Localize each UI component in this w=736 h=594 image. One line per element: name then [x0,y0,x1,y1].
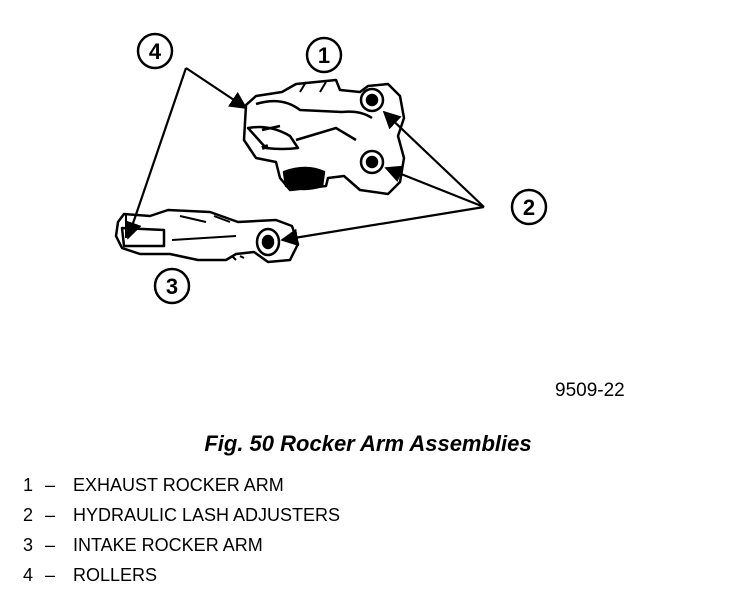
legend-item-dash: – [45,475,56,495]
leader-lines [124,67,485,247]
legend-item-dash: – [45,565,56,585]
legend-item-number: 1 [23,475,34,495]
legend-item: 1–EXHAUST ROCKER ARM [23,470,340,500]
legend-item-dash: – [45,535,56,555]
leader-roller-exhaust [185,67,248,109]
legend-item-label: ROLLERS [73,565,158,585]
figure-id: 9509-22 [555,380,625,401]
legend: 1–EXHAUST ROCKER ARM 2–HYDRAULIC LASH AD… [23,470,340,590]
legend-item-number: 2 [23,505,34,525]
leader-roller-intake [124,67,188,240]
callout-4-number: 4 [149,39,162,64]
legend-item: 4–ROLLERS [23,560,340,590]
callout-3-number: 3 [166,274,178,299]
legend-item: 2–HYDRAULIC LASH ADJUSTERS [23,500,340,530]
leader-adjuster-upper [382,110,485,208]
figure-caption: Fig. 50 Rocker Arm Assemblies [204,431,532,456]
intake-rocker-arm-drawing [114,208,300,264]
callout-4: 4 [136,32,174,70]
leader-adjuster-lower [280,205,485,247]
legend-item-label: HYDRAULIC LASH ADJUSTERS [73,505,341,525]
legend-item-label: EXHAUST ROCKER ARM [73,475,284,495]
rocker-arm-diagram: 1 2 3 4 [114,32,548,305]
callout-2-number: 2 [523,195,535,220]
callout-2: 2 [510,188,548,226]
legend-item: 3–INTAKE ROCKER ARM [23,530,340,560]
legend-item-dash: – [45,505,56,525]
leader-adjuster-middle [384,165,485,209]
callout-1: 1 [305,36,343,74]
legend-item-number: 4 [23,565,34,585]
callout-3: 3 [153,267,191,305]
callout-1-number: 1 [318,43,330,68]
legend-item-label: INTAKE ROCKER ARM [73,535,263,555]
legend-item-number: 3 [23,535,34,555]
exhaust-rocker-arm-drawing [242,78,406,196]
